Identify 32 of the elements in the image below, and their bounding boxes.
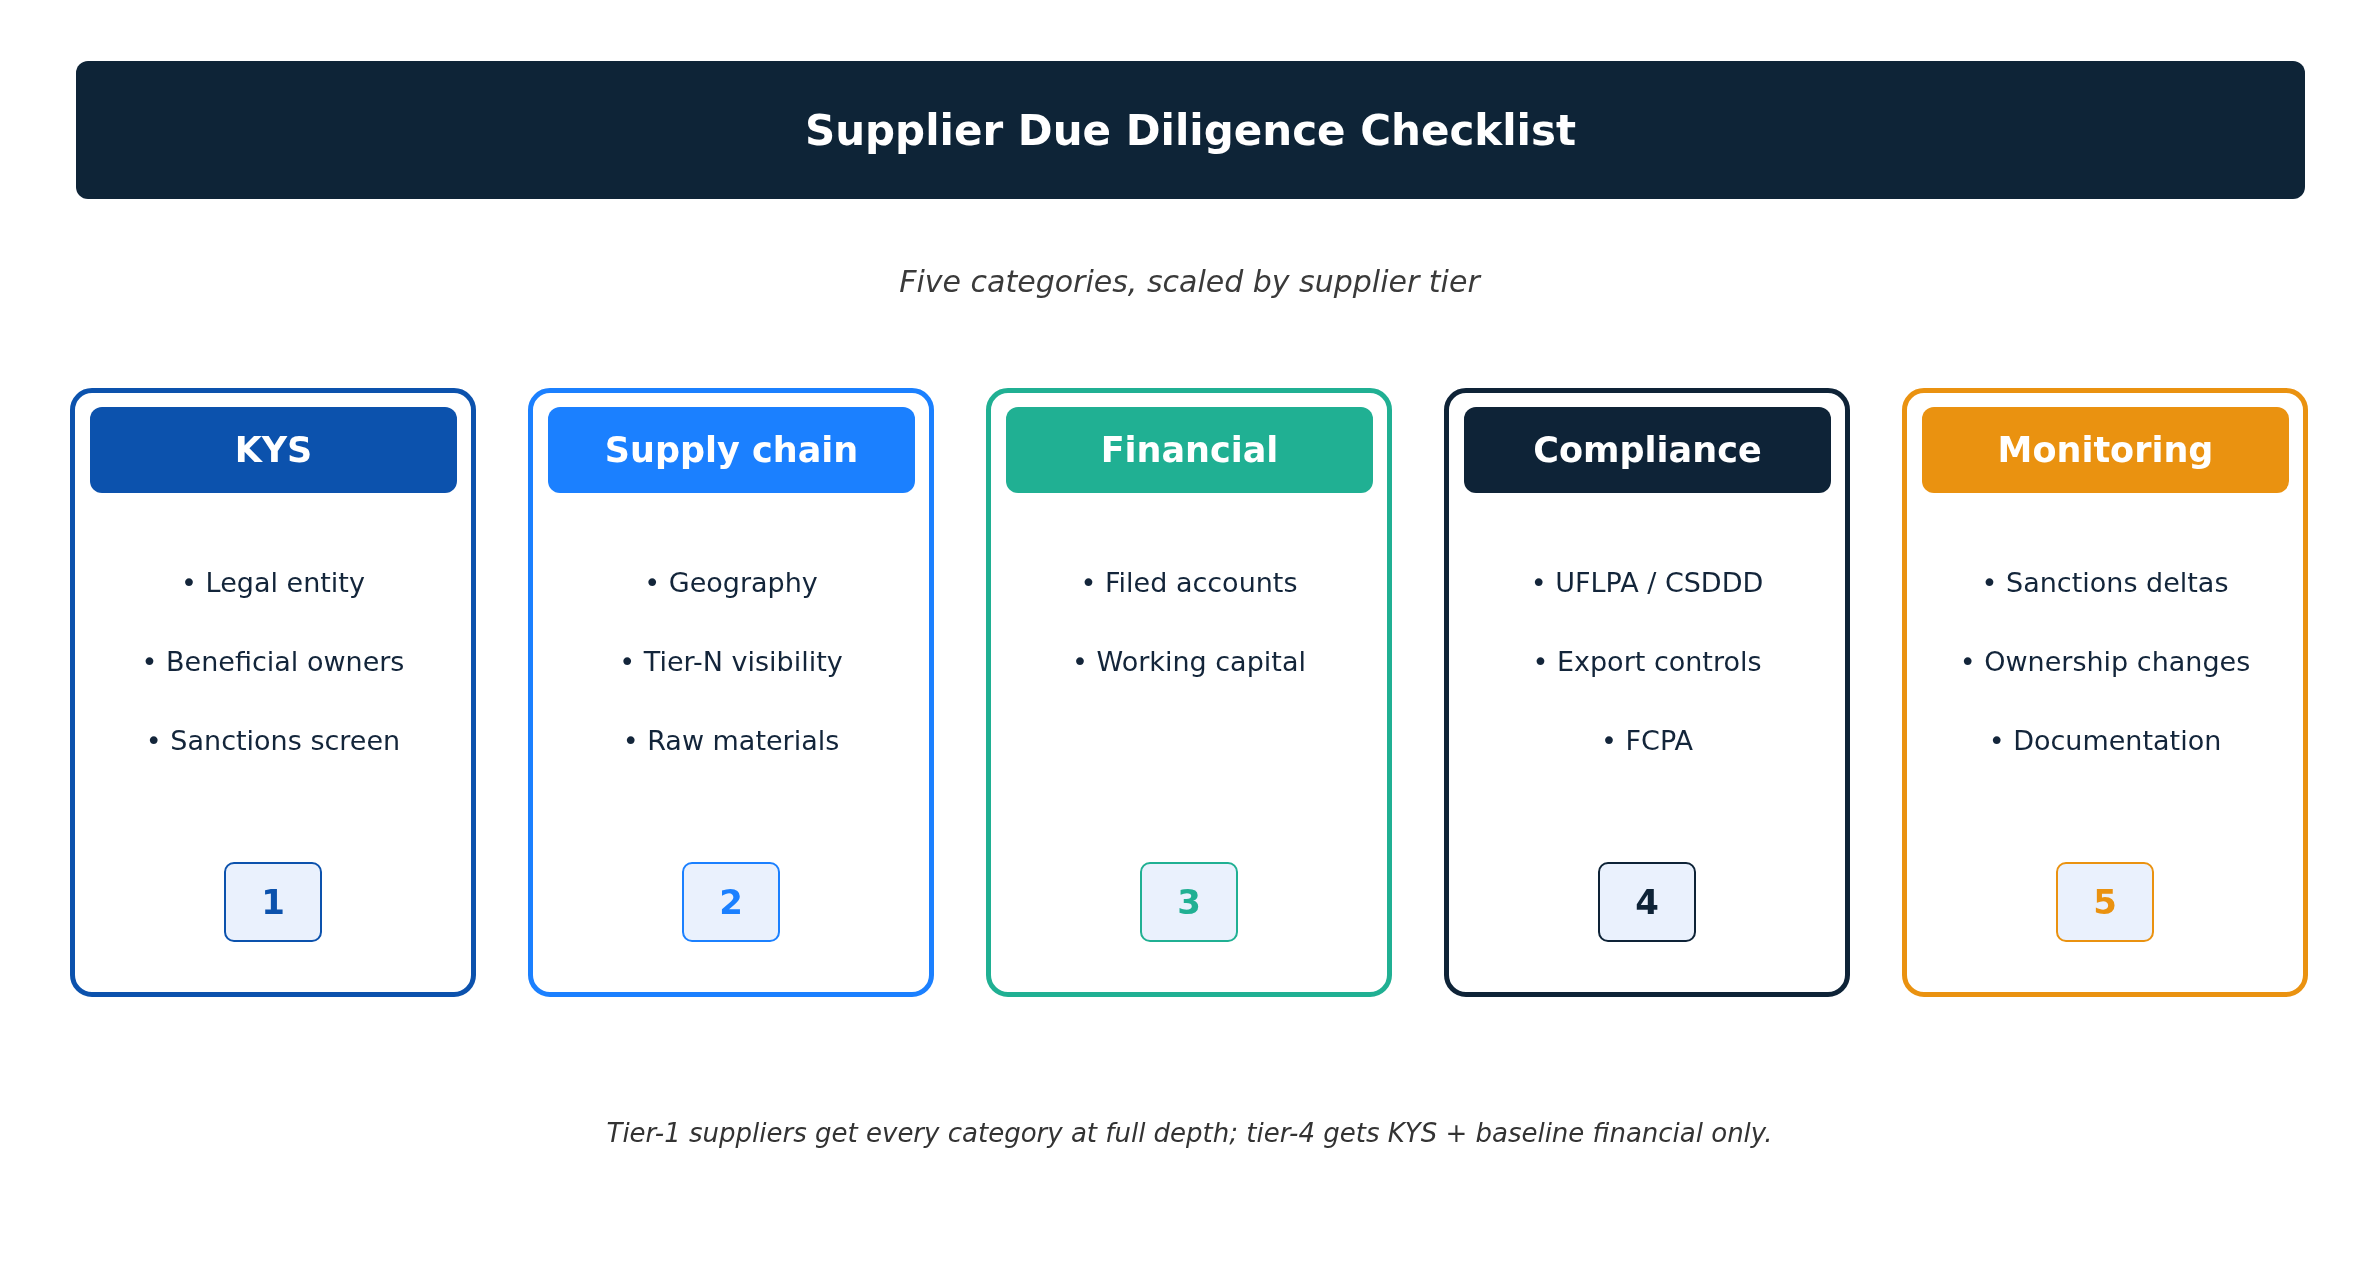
category-header: KYS	[90, 407, 457, 493]
bullet-item: • Export controls	[1532, 645, 1762, 679]
bullet-item: • FCPA	[1601, 724, 1693, 758]
category-card	[528, 388, 934, 997]
bullet-item: • Beneficial owners	[141, 645, 405, 679]
category-card	[70, 388, 476, 997]
bullet-item: • Filed accounts	[1080, 566, 1298, 600]
category-header: Compliance	[1464, 407, 1831, 493]
number-badge: 5	[2056, 862, 2154, 942]
title-banner: Supplier Due Diligence Checklist	[76, 61, 2305, 199]
category-card	[1444, 388, 1850, 997]
bullet-item: • Documentation	[1988, 724, 2222, 758]
footnote: Tier-1 suppliers get every category at full depth; tier-4 gets KYS + baseline financial only.	[606, 1118, 1773, 1148]
category-header: Financial	[1006, 407, 1373, 493]
bullet-item: • Legal entity	[181, 566, 365, 600]
number-badge: 1	[224, 862, 322, 942]
bullet-item: • Ownership changes	[1959, 645, 2251, 679]
subtitle: Five categories, scaled by supplier tier	[899, 264, 1480, 299]
bullet-item: • Working capital	[1072, 645, 1306, 679]
category-header: Supply chain	[548, 407, 915, 493]
bullet-item: • Sanctions deltas	[1981, 566, 2229, 600]
bullet-item: • Raw materials	[622, 724, 840, 758]
number-badge: 2	[682, 862, 780, 942]
bullet-item: • Sanctions screen	[145, 724, 401, 758]
number-badge: 4	[1598, 862, 1696, 942]
bullet-item: • Tier-N visibility	[619, 645, 843, 679]
category-header: Monitoring	[1922, 407, 2289, 493]
category-card	[1902, 388, 2308, 997]
category-card	[986, 388, 1392, 997]
bullet-item: • Geography	[644, 566, 818, 600]
bullet-item: • UFLPA / CSDDD	[1530, 566, 1764, 600]
number-badge: 3	[1140, 862, 1238, 942]
